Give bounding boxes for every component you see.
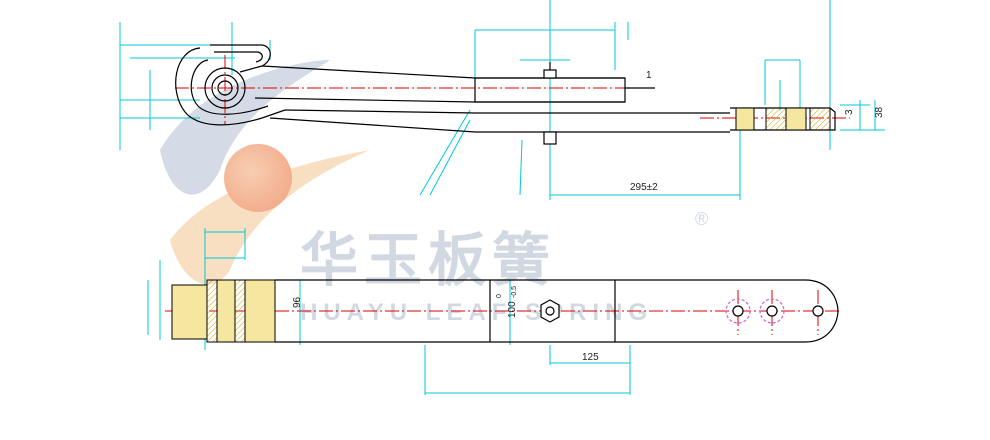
bottom-view: 96 100 0 -0.5 125 bbox=[147, 228, 840, 395]
top-view-center-bolt bbox=[543, 62, 557, 145]
dim-bottom-tol-upper: 0 bbox=[496, 294, 503, 298]
bottom-view-holes bbox=[725, 298, 824, 324]
watermark-logo-ball bbox=[224, 144, 292, 212]
dim-bottom-tol-lower: -0.5 bbox=[511, 286, 518, 298]
watermark-brand-en: HUAYU LEAF SPRING bbox=[300, 299, 653, 326]
top-view-end-bushings bbox=[735, 107, 831, 131]
bottom-view-center-nut bbox=[540, 299, 560, 323]
watermark-logo-swoosh-2 bbox=[170, 150, 370, 285]
bottom-view-leaf-body bbox=[275, 279, 839, 343]
dim-top-length: 295±2 bbox=[630, 182, 658, 193]
top-view: 295±2 38 3 1 bbox=[119, 0, 885, 200]
bottom-view-eye-bushing bbox=[171, 279, 276, 343]
dim-bottom-length: 125 bbox=[582, 352, 599, 363]
watermark-logo-swoosh bbox=[160, 60, 330, 195]
top-view-spring-eye bbox=[175, 44, 286, 126]
dim-top-mark: 1 bbox=[646, 70, 652, 81]
dim-top-small: 3 bbox=[844, 109, 855, 115]
watermark-registered: ® bbox=[695, 209, 708, 229]
watermark-brand-cn: 华玉板簧 bbox=[300, 226, 556, 294]
dim-top-thickness: 38 bbox=[874, 106, 885, 118]
dim-bottom-width: 100 bbox=[507, 301, 518, 318]
watermark: 华玉板簧 ® HUAYU LEAF SPRING bbox=[160, 60, 708, 326]
dim-bottom-eye-width: 96 bbox=[292, 296, 303, 308]
